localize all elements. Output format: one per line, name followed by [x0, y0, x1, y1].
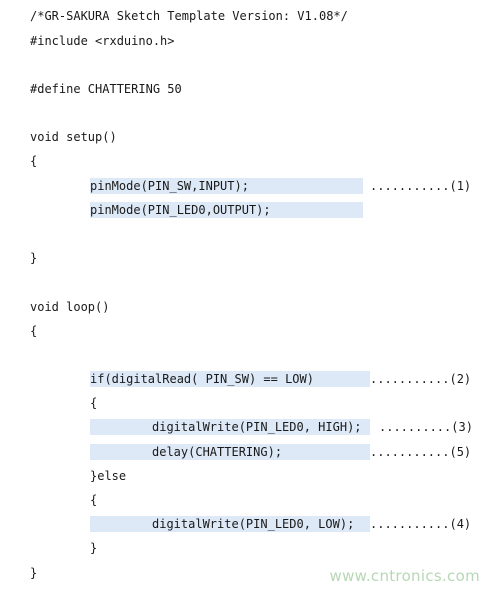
watermark: www.cntronics.com — [329, 567, 480, 585]
highlight-pinmode-led — [90, 202, 363, 218]
code-else-close-brace: } — [90, 541, 98, 555]
highlight-write-high — [90, 419, 370, 435]
code-if-statement: if(digitalRead( PIN_SW) == LOW) — [90, 372, 314, 386]
annotation-5: ...........(5) — [370, 445, 472, 459]
highlight-if — [90, 371, 370, 387]
code-loop-open-brace: { — [30, 324, 38, 338]
code-write-high: digitalWrite(PIN_LED0, HIGH); — [152, 420, 362, 434]
code-setup-open-brace: { — [30, 154, 38, 168]
code-if-open-brace: { — [90, 396, 98, 410]
annotation-4: ...........(4) — [370, 517, 472, 531]
code-write-low: digitalWrite(PIN_LED0, LOW); — [152, 517, 355, 531]
highlight-delay — [90, 444, 370, 460]
code-setup-close-brace: } — [30, 251, 38, 265]
code-pinmode-led: pinMode(PIN_LED0,OUTPUT); — [90, 203, 271, 217]
code-loop-close-brace: } — [30, 566, 38, 580]
code-pinmode-sw: pinMode(PIN_SW,INPUT); — [90, 179, 249, 193]
annotation-3: ..........(3) — [379, 420, 473, 434]
code-delay: delay(CHATTERING); — [152, 445, 283, 459]
highlight-write-low — [90, 516, 370, 532]
annotation-2: ...........(2) — [370, 372, 472, 386]
highlight-pinmode-sw — [90, 178, 363, 194]
code-header-comment: /*GR-SAKURA Sketch Template Version: V1.… — [30, 9, 348, 23]
code-else: }else — [90, 469, 127, 483]
code-define: #define CHATTERING 50 — [30, 82, 182, 96]
annotation-1: ...........(1) — [370, 179, 472, 193]
code-include: #include <rxduino.h> — [30, 34, 175, 48]
code-setup-signature: void setup() — [30, 130, 117, 144]
code-loop-signature: void loop() — [30, 300, 110, 314]
code-else-open-brace: { — [90, 493, 98, 507]
